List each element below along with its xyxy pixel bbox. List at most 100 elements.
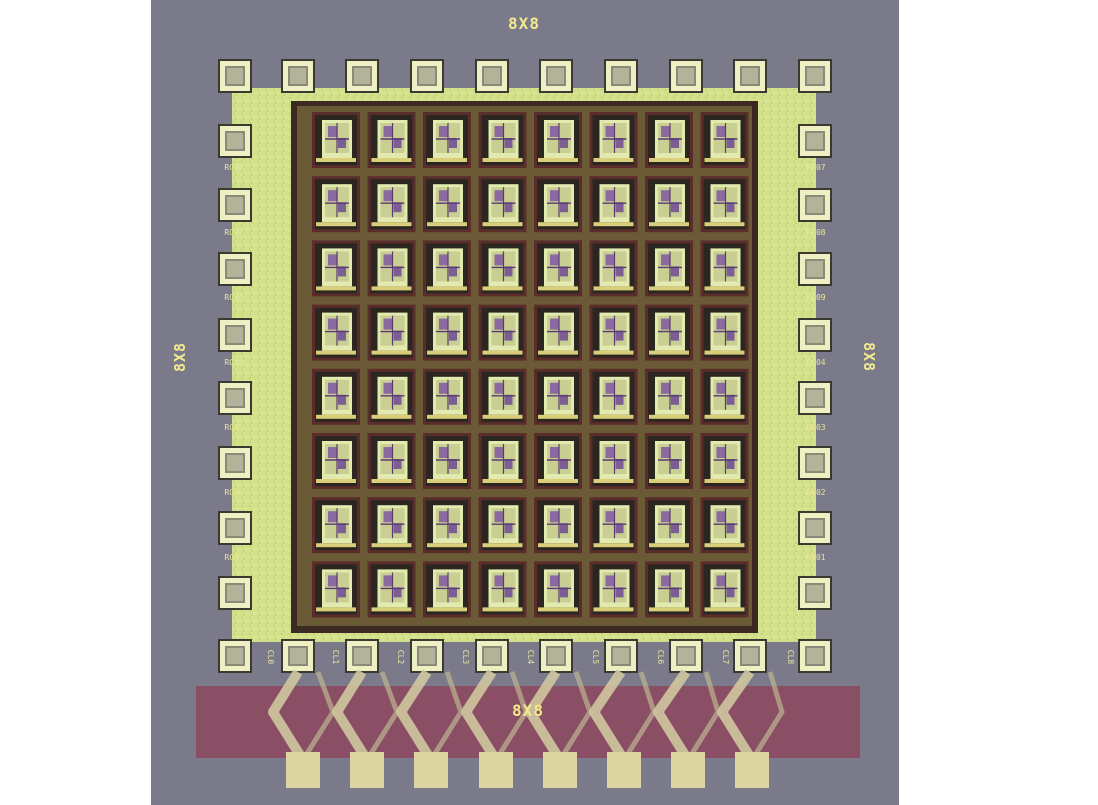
pixel-cell bbox=[645, 304, 693, 361]
left-bond-pad bbox=[218, 381, 252, 415]
probe-trace bbox=[749, 671, 785, 762]
cell-device bbox=[671, 138, 679, 148]
cell-bus bbox=[649, 286, 689, 291]
cell-device bbox=[716, 126, 726, 137]
cell-device bbox=[560, 202, 568, 213]
pad-center bbox=[354, 68, 370, 84]
cell-device bbox=[615, 459, 624, 469]
cell-device bbox=[716, 511, 726, 523]
cell-bus bbox=[371, 479, 412, 483]
cell-device bbox=[605, 254, 615, 266]
cell-bus bbox=[704, 350, 745, 355]
cell-device bbox=[328, 382, 337, 394]
pad-center bbox=[807, 648, 823, 664]
cell-device bbox=[560, 523, 568, 534]
pad-center bbox=[548, 68, 564, 84]
pad-center bbox=[227, 520, 243, 536]
cell-bus bbox=[593, 350, 634, 355]
pixel-array bbox=[312, 112, 749, 618]
pad-center bbox=[354, 648, 370, 664]
cell-device bbox=[605, 318, 615, 330]
left-pad-label: RC07 bbox=[224, 553, 243, 562]
probe-pad bbox=[479, 752, 513, 788]
pad-center bbox=[807, 390, 823, 406]
cell-device bbox=[726, 394, 735, 405]
bottom-bond-pad bbox=[604, 639, 638, 673]
bottom-label: 8X8 bbox=[512, 701, 544, 720]
pixel-cell bbox=[367, 433, 416, 489]
right-bond-pad bbox=[798, 318, 832, 352]
pixel-cell bbox=[645, 176, 693, 233]
pad-center bbox=[613, 68, 629, 84]
cell-device bbox=[439, 511, 448, 523]
pixel-cell bbox=[312, 112, 360, 168]
right-bond-pad bbox=[798, 511, 832, 545]
pad-center bbox=[807, 133, 823, 149]
cell-device bbox=[615, 523, 624, 534]
right-bond-pad bbox=[798, 124, 832, 158]
cell-bus bbox=[704, 479, 745, 483]
probe-trace bbox=[717, 669, 757, 763]
pad-center bbox=[484, 648, 500, 664]
cell-bus bbox=[538, 286, 578, 291]
cell-bus bbox=[649, 158, 689, 162]
pad-center bbox=[678, 648, 694, 664]
cell-device bbox=[671, 266, 679, 277]
cell-device bbox=[550, 126, 559, 137]
cell-device bbox=[661, 447, 670, 458]
top-bond-pad bbox=[345, 59, 379, 93]
bottom-bond-pad bbox=[345, 639, 379, 673]
cell-bus bbox=[593, 222, 634, 227]
bottom-pad-label: CL5 bbox=[591, 650, 600, 665]
pad-center bbox=[807, 68, 823, 84]
cell-bus bbox=[538, 479, 578, 483]
cell-device bbox=[550, 575, 559, 587]
pixel-cell bbox=[478, 112, 527, 168]
bottom-pad-label: CL3 bbox=[461, 650, 470, 665]
pixel-cell bbox=[534, 433, 582, 489]
left-bond-pad bbox=[218, 511, 252, 545]
cell-device bbox=[726, 459, 735, 469]
right-pad-label: RC03 bbox=[806, 423, 825, 432]
right-label: 8X8 bbox=[860, 342, 878, 372]
pixel-cell bbox=[478, 368, 527, 425]
cell-device bbox=[328, 511, 337, 523]
cell-device bbox=[671, 394, 679, 405]
cell-device bbox=[605, 190, 615, 202]
cell-device bbox=[615, 587, 624, 598]
bottom-bond-pad bbox=[410, 639, 444, 673]
cell-device bbox=[338, 138, 346, 148]
cell-device bbox=[550, 254, 559, 266]
cell-bus bbox=[538, 414, 578, 419]
cell-device bbox=[560, 394, 568, 405]
cell-device bbox=[615, 266, 624, 277]
left-bond-pad bbox=[218, 124, 252, 158]
pixel-cell bbox=[423, 433, 471, 489]
cell-bus bbox=[704, 158, 745, 162]
cell-bus bbox=[649, 414, 689, 419]
cell-bus bbox=[593, 414, 634, 419]
left-bond-pad bbox=[218, 446, 252, 480]
pixel-cell bbox=[478, 176, 527, 233]
pixel-cell bbox=[700, 368, 749, 425]
pad-center bbox=[807, 197, 823, 213]
pixel-cell bbox=[534, 112, 582, 168]
cell-device bbox=[338, 202, 346, 213]
pixel-cell bbox=[589, 433, 638, 489]
cell-device bbox=[449, 266, 457, 277]
cell-bus bbox=[316, 222, 356, 227]
pixel-cell bbox=[589, 304, 638, 361]
cell-bus bbox=[316, 350, 356, 355]
bottom-bond-pad bbox=[733, 639, 767, 673]
cell-device bbox=[439, 382, 448, 394]
top-bond-pad bbox=[539, 59, 573, 93]
pixel-cell bbox=[312, 304, 360, 361]
pad-center bbox=[227, 197, 243, 213]
cell-bus bbox=[538, 158, 578, 162]
cell-device bbox=[393, 330, 402, 341]
cell-bus bbox=[649, 543, 689, 548]
cell-device bbox=[383, 254, 393, 266]
pixel-cell bbox=[645, 433, 693, 489]
pixel-cell bbox=[367, 176, 416, 233]
pad-center bbox=[742, 68, 758, 84]
